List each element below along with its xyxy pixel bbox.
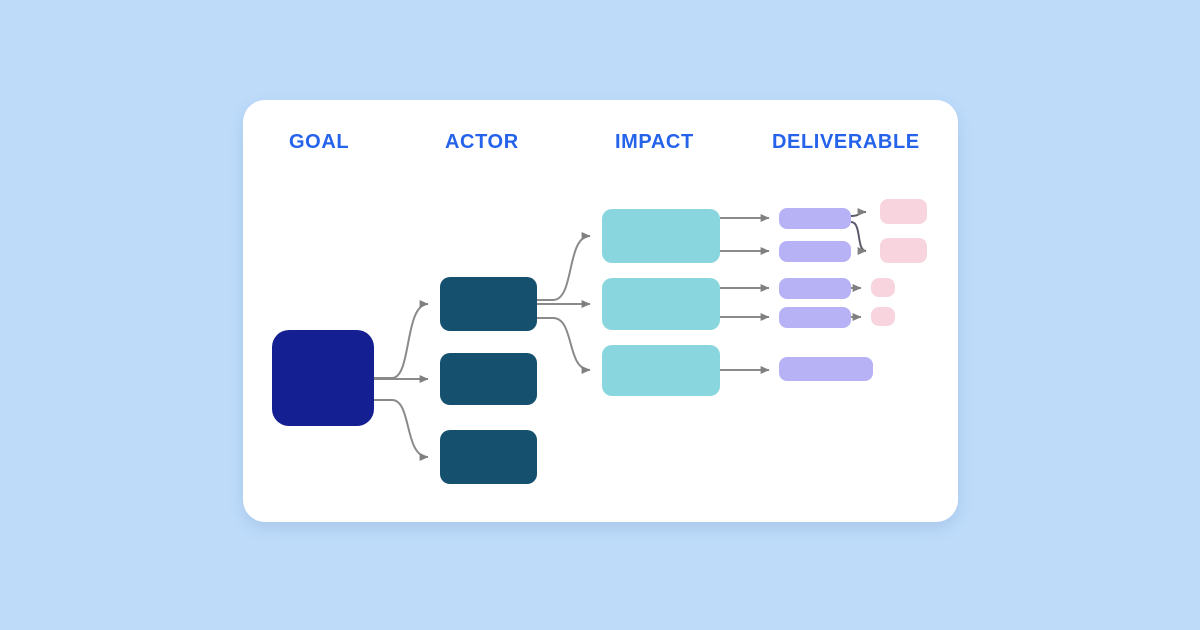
deliverable-node-pink-2[interactable] — [880, 238, 927, 263]
column-header-deliverable: DELIVERABLE — [772, 131, 920, 153]
impact-node-1[interactable] — [602, 209, 720, 263]
actor-node-1[interactable] — [440, 277, 537, 331]
diagram-card — [243, 100, 958, 522]
deliverable-node-purple-1[interactable] — [779, 208, 851, 229]
column-header-goal: GOAL — [289, 131, 350, 153]
actor-node-3[interactable] — [440, 430, 537, 484]
impact-node-3[interactable] — [602, 345, 720, 396]
column-header-actor: ACTOR — [445, 131, 519, 153]
deliverable-node-purple-2[interactable] — [779, 241, 851, 262]
impact-node-2[interactable] — [602, 278, 720, 330]
deliverable-node-purple-3[interactable] — [779, 278, 851, 299]
deliverable-node-purple-4[interactable] — [779, 307, 851, 328]
deliverable-node-pink-4[interactable] — [871, 307, 895, 326]
goal-node[interactable] — [272, 330, 374, 426]
deliverable-node-pink-1[interactable] — [880, 199, 927, 224]
deliverable-node-pink-3[interactable] — [871, 278, 895, 297]
actor-node-2[interactable] — [440, 353, 537, 405]
column-header-impact: IMPACT — [615, 131, 694, 153]
deliverable-node-purple-5[interactable] — [779, 357, 873, 381]
